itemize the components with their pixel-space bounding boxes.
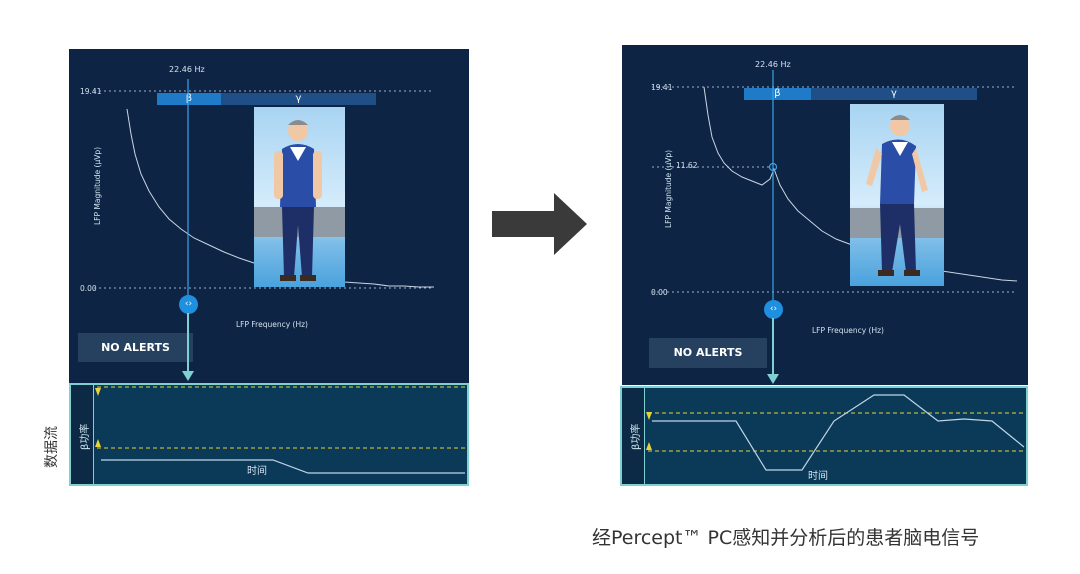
left-patient-illustration xyxy=(254,107,345,287)
left-gamma-band: γ xyxy=(221,93,376,105)
right-stream-plot xyxy=(646,394,1025,471)
left-stream-plot xyxy=(95,386,465,474)
right-patient-illustration xyxy=(850,104,944,286)
right-connector-arrow xyxy=(767,318,779,384)
left-frequency-slider-handle[interactable]: ‹› xyxy=(179,295,198,314)
right-beta-band: β xyxy=(744,88,811,100)
left-no-alerts-status: NO ALERTS xyxy=(78,333,193,362)
right-y-max-label: 19.41 xyxy=(651,83,673,92)
left-y-max-label: 19.41 xyxy=(80,87,102,96)
right-stream-time-label: 时间 xyxy=(808,471,828,482)
left-freq-marker: 22.46 Hz xyxy=(169,65,205,74)
right-no-alerts-status: NO ALERTS xyxy=(649,338,767,368)
right-x-axis-label: LFP Frequency (Hz) xyxy=(812,326,884,335)
right-gamma-band: γ xyxy=(811,88,977,100)
right-y-min-label: 0.00 xyxy=(651,288,668,297)
data-stream-side-label: 数据流 xyxy=(44,426,60,468)
left-stream-time-label: 时间 xyxy=(247,466,267,477)
right-freq-marker: 22.46 Hz xyxy=(755,60,791,69)
left-connector-arrow xyxy=(182,313,194,381)
right-device-panel xyxy=(622,45,1028,385)
left-stream-axis-label: β功率 xyxy=(80,423,91,450)
transition-arrow-icon xyxy=(492,193,587,255)
right-stream-axis-label: β功率 xyxy=(631,423,642,450)
left-x-axis-label: LFP Frequency (Hz) xyxy=(236,320,308,329)
figure-caption: 经Percept™ PC感知并分析后的患者脑电信号 xyxy=(592,527,980,549)
left-beta-power-stream xyxy=(69,383,469,486)
left-y-min-label: 0.00 xyxy=(80,284,97,293)
right-stream-axis xyxy=(622,388,645,484)
right-y-peak-label: 11.62 xyxy=(676,161,698,170)
left-beta-band: β xyxy=(157,93,221,105)
left-stream-axis xyxy=(71,385,94,484)
right-spectrum-plot xyxy=(652,70,1018,307)
right-frequency-slider-handle[interactable]: ‹› xyxy=(764,300,783,319)
